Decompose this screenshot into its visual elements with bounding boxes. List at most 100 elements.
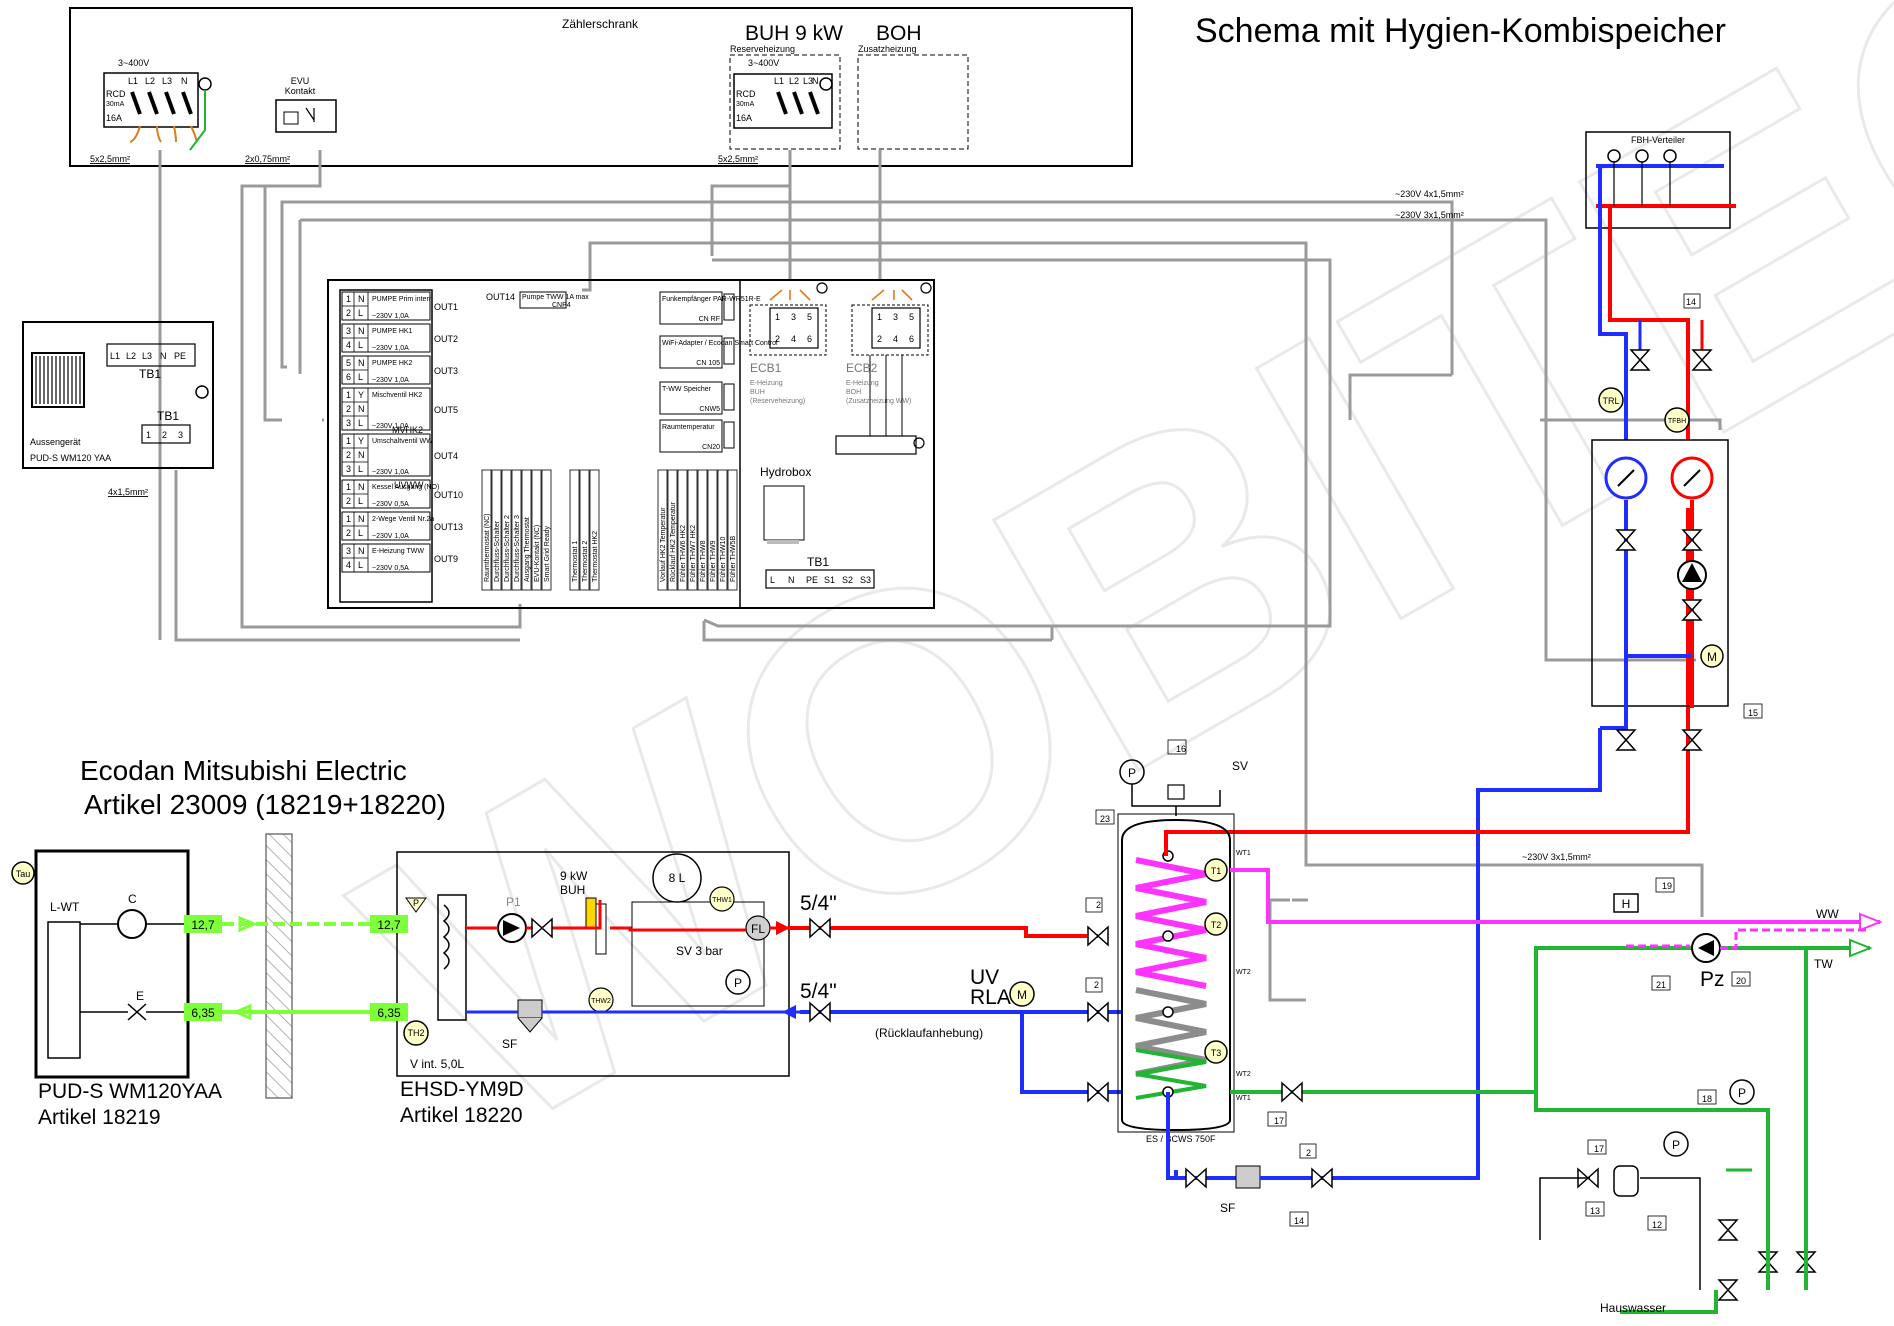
output-id: OUT1 (434, 302, 458, 312)
input-label: Fühler THW10 (720, 537, 727, 582)
pressure-gauge-label: P (734, 976, 742, 990)
sensor-thw1 (709, 886, 735, 912)
rcd-amps: 16A (106, 113, 122, 123)
output-description: PUMPE HK1 (372, 328, 413, 335)
input-label: Durchfluss-Schalter 2 (504, 515, 511, 582)
output-terminal: L (358, 560, 363, 570)
tb1-controller-terminal: S3 (860, 575, 871, 585)
boh-subtitle: Zusatzheizung (858, 44, 917, 54)
expansion-label: E (136, 989, 144, 1003)
pipe-size-12-7-outdoor-label: 12,7 (191, 918, 215, 932)
module-title: WiFi-Adapter / Ecodan Smart Control (662, 340, 778, 347)
module-box-3 (659, 381, 723, 415)
label-14b: 14 (1294, 1216, 1304, 1226)
sensor-tfbh-label: TFBH (1668, 418, 1686, 425)
brand-line2: Artikel 23009 (18219+18220) (84, 789, 446, 820)
output-rating: ~230V 1,0A (372, 469, 409, 476)
contactor-earth-icon (913, 437, 925, 449)
cable-label-c1: ~230V 4x1,5mm² (1395, 189, 1464, 199)
hydrobox-icon (763, 485, 805, 541)
output-description: Kessel Ausgang (NO) (372, 484, 439, 491)
return-pipe-size: 5/4" (800, 980, 837, 1003)
dhw-section: WW TW H 19 Pz 20 21 P P 18 17 13 12 Ha (1534, 877, 1883, 1315)
buh-terminal-l1: L1 (774, 76, 784, 86)
pump-p1-label: P1 (506, 895, 521, 909)
output-terminal: 3 (346, 326, 351, 336)
buh-rcd-amps: 16A (736, 113, 752, 123)
outdoor-earth-icon (195, 385, 209, 399)
sensor-th2 (403, 1020, 429, 1046)
valve-icon (1087, 1081, 1109, 1103)
tb1-controller-terminal: PE (806, 575, 818, 585)
output-terminal: L (358, 372, 363, 382)
buh-rcd-rating: 30mA (736, 101, 755, 108)
ecb1-terminal: 2 (775, 334, 780, 344)
tank-pressure-gauge-label: P (1128, 766, 1136, 780)
tb1-controller-terminal: N (788, 575, 795, 585)
label-17a: 17 (1274, 1116, 1284, 1126)
ecb2-line2: E-Heizung (846, 380, 879, 387)
label-16: 16 (1176, 744, 1186, 754)
module-box-4 (659, 419, 723, 453)
cable-label-1: 5x2,5mm² (90, 154, 130, 164)
tb1-n: N (160, 351, 167, 361)
diverter-valve-label: UVWW (394, 480, 424, 490)
input-label: Fühler THW7 HK2 (690, 525, 697, 582)
flow-pipe (790, 926, 1098, 938)
ecb2-terminal: 6 (909, 334, 914, 344)
buh-rcd-label: RCD (736, 89, 756, 99)
ecb2-earth-icon (920, 282, 932, 294)
ecb1-earth-icon (816, 282, 828, 294)
out14-label: OUT14 (486, 292, 515, 302)
hydrobox-article: Artikel 18220 (400, 1104, 523, 1127)
output-terminal: 4 (346, 340, 351, 350)
controller-modules: Funkempfänger PAR-WR51R-ECN RFWiFi-Adapt… (659, 291, 778, 453)
evu-contact (275, 99, 337, 133)
cable-label-3: 5x2,5mm² (718, 154, 758, 164)
label-2b: 2 (1094, 980, 1099, 990)
output-block-5 (341, 433, 431, 477)
terminal-l2: L2 (145, 76, 155, 86)
label-20: 20 (1736, 976, 1746, 986)
output-description: E-Heizung TWW (372, 548, 424, 555)
dhw-pressure-gauge-1-label: P (1738, 1086, 1746, 1100)
ecb1-terminal: 4 (791, 334, 796, 344)
input-label: Rücklauf HK2 Temperatur (670, 501, 677, 582)
label-23: 23 (1100, 814, 1110, 824)
valve-icon (1185, 1167, 1207, 1189)
output-terminal: L (358, 418, 363, 428)
uv-rla-motor (1009, 981, 1035, 1007)
tb1b-1: 1 (146, 430, 151, 440)
module-title: Raumtemperatur (662, 424, 715, 431)
wt1-top: WT1 (1236, 850, 1251, 857)
module-connector: CN RF (699, 316, 720, 323)
output-description: Umschaltventil WW (372, 438, 433, 445)
output-rating: ~230V 0,5A (372, 501, 409, 508)
output-terminal: 2 (346, 528, 351, 538)
mixer-motor-label: M (1707, 650, 1717, 664)
tb1b-3: 3 (178, 430, 183, 440)
ecb1-terminal: 1 (775, 312, 780, 322)
internal-volume-label: V int. 5,0L (410, 1057, 464, 1071)
valve-icon (1681, 529, 1703, 551)
rla-note: (Rücklaufanhebung) (875, 1026, 983, 1040)
valve-icon (1681, 729, 1703, 751)
output-terminal: L (358, 340, 363, 350)
tb1b-outdoor (141, 424, 191, 444)
pipe-size-12-7-hydrobox (370, 915, 408, 933)
output-rating: ~230V 1,0A (372, 313, 409, 320)
sensor-trl (1598, 387, 1624, 413)
output-rating: ~230V 1,0A (372, 377, 409, 384)
input-label: Thermostat 1 (572, 541, 579, 582)
buh-earth-icon (819, 77, 833, 91)
output-description: Mischventil HK2 (372, 392, 422, 399)
hydrobox-unit: 12,7 6,35 P TH2 P1 9 kW BUH 8 L THW1 FL … (370, 851, 800, 1127)
output-terminal: N (358, 404, 365, 414)
wt2-mid: WT2 (1236, 969, 1251, 976)
compressor-icon (117, 909, 147, 939)
output-terminal: 1 (346, 514, 351, 524)
earth-icon (198, 77, 212, 91)
output-terminal: N (358, 450, 365, 460)
wt2-low: WT2 (1236, 1071, 1251, 1078)
output-rating: ~230V 1,0A (372, 345, 409, 352)
